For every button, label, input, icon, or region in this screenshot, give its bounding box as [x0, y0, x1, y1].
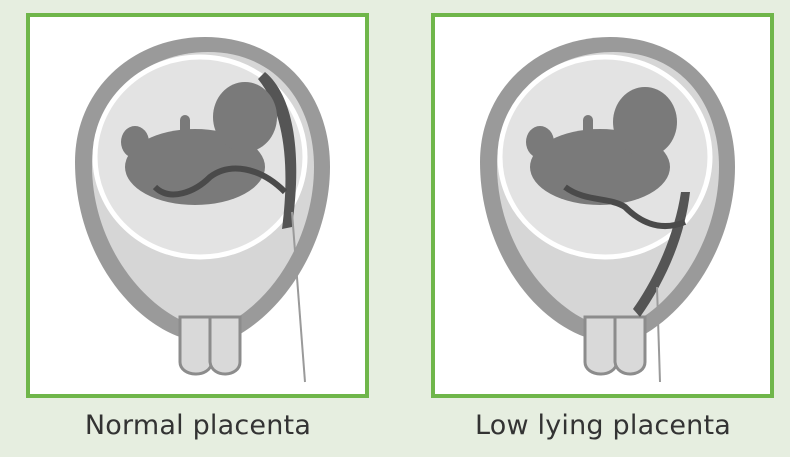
- panel-normal-placenta: [26, 13, 369, 398]
- caption-low-lying-placenta: Low lying placenta: [428, 410, 778, 441]
- uterus-normal-illustration: [30, 17, 365, 394]
- cervix: [180, 317, 212, 374]
- uterus-low-lying-illustration: [435, 17, 770, 394]
- cervix: [585, 317, 617, 374]
- panel-low-lying-placenta: [431, 13, 774, 398]
- caption-normal-placenta: Normal placenta: [23, 410, 373, 441]
